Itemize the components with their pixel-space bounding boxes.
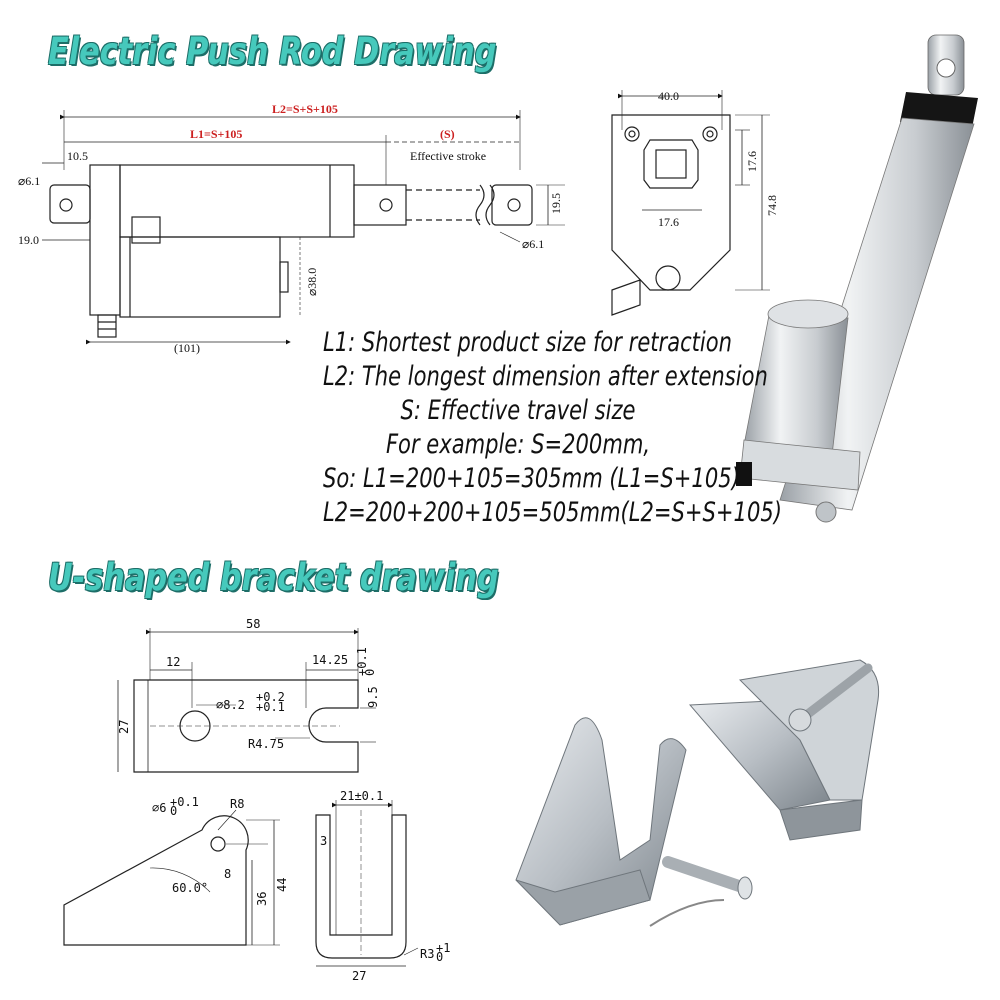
push-rod-dimension-labels: L2=S+S+105 L1=S+105 (S) Effective stroke… xyxy=(18,102,563,355)
dim-8: 8 xyxy=(224,867,231,881)
dim-17-6-v: 17.6 xyxy=(745,151,759,172)
dim-19-5: 19.5 xyxy=(549,193,563,214)
bracket-title: U-shaped bracket drawing xyxy=(48,556,499,599)
dim-side-hole: ⌀6 xyxy=(152,801,166,815)
bracket-side-labels: ⌀6 +0.1 0 R8 8 60.0° 36 44 xyxy=(152,795,289,906)
dim-44: 44 xyxy=(275,878,289,892)
bracket-photo xyxy=(515,659,880,927)
dim-hole-right: ⌀6.1 xyxy=(522,237,544,251)
dim-40: 40.0 xyxy=(658,89,679,103)
dim-101: (101) xyxy=(174,341,200,355)
dim-r3-tol-dn: 0 xyxy=(436,950,443,964)
dim-hole-8-2: ⌀8.2 xyxy=(216,698,245,712)
actuator-photo xyxy=(736,34,978,523)
dim-21: 21±0.1 xyxy=(340,789,383,803)
dim-19: 19.0 xyxy=(18,233,39,247)
dim-s: (S) xyxy=(440,127,455,141)
bracket-side-view xyxy=(63,809,280,946)
desc-line-4: For example: S=200mm, xyxy=(385,429,651,460)
desc-line-3: S: Effective travel size xyxy=(400,395,636,426)
description-block: L1: Shortest product size for retraction… xyxy=(268,326,782,530)
dim-l2: L2=S+S+105 xyxy=(272,102,338,116)
dim-58: 58 xyxy=(246,617,260,631)
dim-r3: R3 xyxy=(420,947,434,961)
dim-10-5: 10.5 xyxy=(67,149,88,163)
dim-angle: 60.0° xyxy=(172,881,208,895)
dim-side-tol-up: +0.1 xyxy=(170,795,199,809)
dim-27: 27 xyxy=(117,720,131,734)
dim-hole-tol-up: +0.2 xyxy=(256,690,285,704)
push-rod-end-view xyxy=(611,90,770,316)
bracket-top-view xyxy=(117,628,376,773)
dim-hole-tol-dn: +0.1 xyxy=(256,700,285,714)
dim-74-8: 74.8 xyxy=(765,195,779,216)
dim-side-tol-dn: 0 xyxy=(170,804,177,818)
dim-9-5-tol-up: +0.1 xyxy=(355,647,369,676)
bracket-top-labels: 58 12 14.25 9.5 +0.1 0 27 ⌀8.2 +0.2 +0.1… xyxy=(117,617,380,751)
dim-3: 3 xyxy=(320,834,327,848)
dim-r3-tol-up: +1 xyxy=(436,941,450,955)
dim-14-25: 14.25 xyxy=(312,653,348,667)
dim-stroke: Effective stroke xyxy=(410,149,486,163)
dim-r4-75: R4.75 xyxy=(248,737,284,751)
dim-hole-left: ⌀6.1 xyxy=(18,174,40,188)
desc-line-6: L2=200+200+105=505mm(L2=S+S+105) xyxy=(323,497,782,528)
desc-line-5: So: L1=200+105=305mm (L1=S+105) xyxy=(323,463,740,494)
end-view-labels: 40.0 17.6 17.6 74.8 xyxy=(658,89,779,229)
dim-12: 12 xyxy=(166,655,180,669)
dim-27-bottom: 27 xyxy=(352,969,366,983)
dim-17-6-h: 17.6 xyxy=(658,215,679,229)
dim-dia-38: ⌀38.0 xyxy=(305,268,319,296)
dim-36: 36 xyxy=(255,892,269,906)
push-rod-title: Electric Push Rod Drawing xyxy=(48,30,497,73)
dim-r8: R8 xyxy=(230,797,244,811)
dim-9-5: 9.5 xyxy=(366,686,380,708)
bracket-front-view xyxy=(315,800,419,967)
bracket-front-labels: 21±0.1 3 27 R3 +1 0 xyxy=(320,789,450,983)
desc-line-1: L1: Shortest product size for retraction xyxy=(323,327,733,358)
desc-line-2: L2: The longest dimension after extensio… xyxy=(323,361,768,392)
dim-l1: L1=S+105 xyxy=(190,127,242,141)
push-rod-side-drawing xyxy=(42,110,565,345)
dim-9-5-tol-dn: 0 xyxy=(363,669,377,676)
